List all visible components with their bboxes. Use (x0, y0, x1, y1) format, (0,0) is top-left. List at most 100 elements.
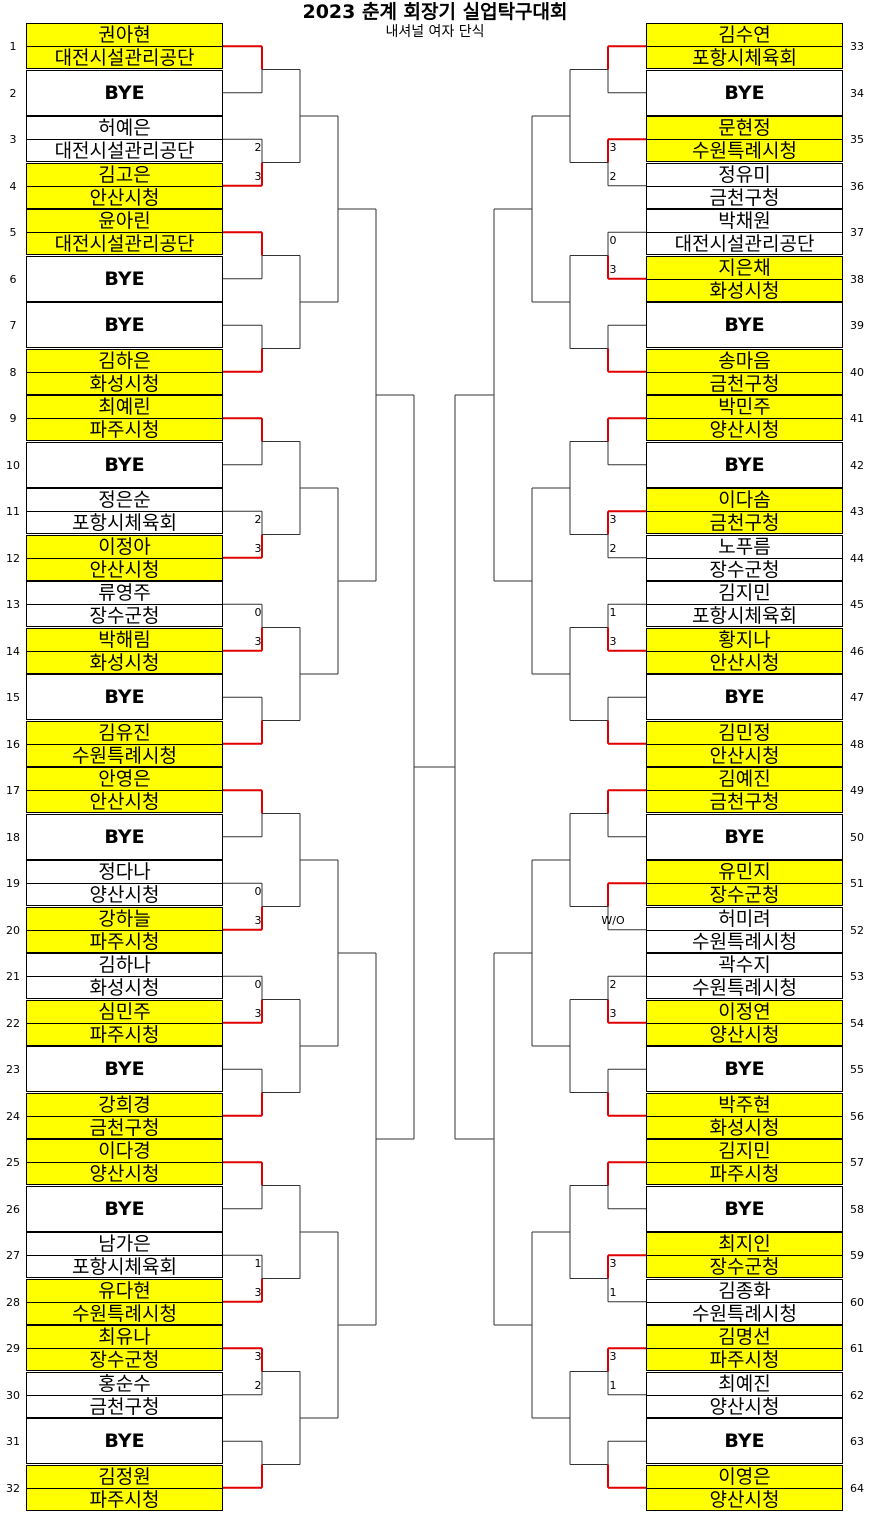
player-name: 김유진 (98, 721, 151, 744)
bye-box: BYE (646, 674, 843, 720)
slot-number: 47 (850, 691, 864, 704)
draw-slot-58: 58 BYE (0, 1185, 870, 1232)
slot-number: 63 (850, 1435, 864, 1448)
player-team: 양산시청 (647, 1022, 842, 1046)
player-name: 김정원 (98, 1465, 151, 1488)
player-team: 파주시청 (647, 1348, 842, 1371)
slot-number: 61 (850, 1342, 864, 1355)
player-name: 김지민 (718, 582, 771, 604)
slot-number: 28 (6, 1295, 20, 1309)
slot-number: 53 (850, 970, 864, 983)
bye-box: BYE (26, 441, 223, 488)
player-team: 파주시청 (27, 1022, 222, 1046)
draw-slot-42: 42 BYE (0, 441, 870, 488)
player-team: 대전시설관리공단 (27, 232, 222, 255)
player-name: 김고은 (98, 163, 151, 186)
header: 2023 춘계 회장기 실업탁구대회 내셔널 여자 단식 (0, 0, 870, 46)
slot-number: 62 (850, 1388, 864, 1402)
player-name: 최예진 (718, 1372, 771, 1395)
match-score: 3 (609, 1349, 617, 1363)
match-score: 3 (254, 913, 262, 927)
slot-number: 19 (6, 877, 20, 890)
player-name: 최예린 (98, 396, 151, 418)
player-team: 파주시청 (647, 1162, 842, 1185)
player-name: 허예은 (98, 117, 151, 139)
slot-number: 5 (9, 226, 17, 239)
slot-number: 3 (9, 133, 17, 146)
draw-slot-15: 15 BYE (0, 674, 870, 720)
bye-box: BYE (646, 813, 843, 860)
match-score: 3 (609, 262, 617, 276)
match-score: 2 (254, 140, 262, 154)
bye-label: BYE (724, 453, 765, 476)
slot-number: 38 (850, 272, 864, 286)
match-score: 1 (609, 1285, 617, 1299)
slot-number: 22 (6, 1016, 20, 1030)
slot-number: 56 (850, 1109, 864, 1123)
slot-number: 43 (850, 505, 864, 518)
slot-number: 58 (850, 1202, 864, 1216)
player-team: 포항시체육회 (27, 1255, 222, 1278)
player-name: 정은순 (98, 489, 151, 511)
player-team: 수원특례시청 (27, 1301, 222, 1325)
player-name: 지은채 (718, 256, 771, 279)
slot-number: 14 (6, 644, 20, 658)
bye-box: BYE (26, 302, 223, 348)
slot-number: 45 (850, 598, 864, 611)
bye-label: BYE (104, 453, 145, 476)
player-team: 양산시청 (647, 418, 842, 441)
player-team: 금천구청 (27, 1115, 222, 1139)
player-team: 금천구청 (647, 511, 842, 534)
slot-number: 54 (850, 1016, 864, 1030)
player-name: 이정연 (718, 1000, 771, 1023)
player-team: 장수군청 (647, 557, 842, 581)
match-score: 2 (609, 977, 617, 991)
slot-number: 42 (850, 458, 864, 472)
slot-number: 21 (6, 970, 20, 983)
player-team: 화성시청 (27, 371, 222, 395)
bye-label: BYE (724, 1197, 765, 1220)
slot-number: 15 (6, 691, 20, 704)
slot-number: 59 (850, 1249, 864, 1262)
match-score: 3 (254, 1285, 262, 1299)
player-team: 장수군청 (27, 1348, 222, 1371)
slot-number: 55 (850, 1063, 864, 1076)
slot-number: 64 (850, 1481, 864, 1495)
player-name: 박해림 (98, 628, 151, 651)
slot-number: 20 (6, 923, 20, 937)
bye-box: BYE (646, 302, 843, 348)
match-score: 3 (609, 512, 617, 526)
player-team: 포항시체육회 (647, 604, 842, 627)
